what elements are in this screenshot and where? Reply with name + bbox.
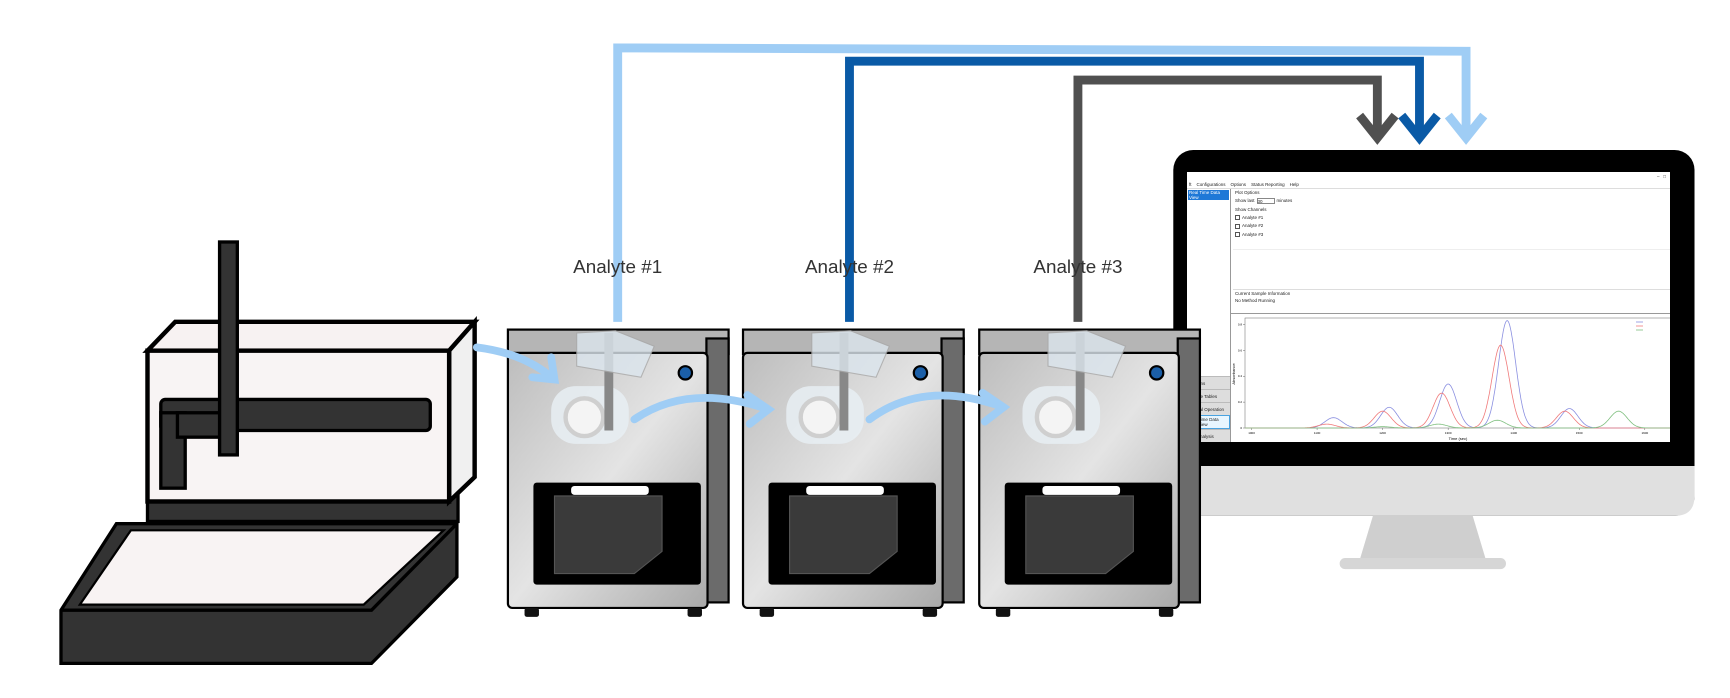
x-tick-label: 1400 <box>1510 431 1517 435</box>
show-channels-label: Show Channels <box>1235 207 1267 212</box>
series-line-1 <box>1245 320 1670 429</box>
x-tick-label: 1500 <box>1576 431 1583 435</box>
series-line-3 <box>1245 410 1670 429</box>
menu-item[interactable]: Status Reporting <box>1251 182 1285 187</box>
channel-checkbox[interactable] <box>1235 231 1240 237</box>
y-tick-label: 0.4 <box>1238 374 1243 378</box>
x-tick-label: 1000 <box>1248 431 1255 435</box>
channel-label: Analyte #1 <box>1242 215 1264 220</box>
y-tick-label: 0.2 <box>1238 400 1243 404</box>
show-last-select[interactable]: 30 <box>1256 198 1275 204</box>
show-last-label: Show last <box>1235 198 1255 204</box>
sidebar-button-active[interactable]: Time Data View <box>1187 415 1230 429</box>
x-tick-label: 1100 <box>1314 431 1321 435</box>
minutes-label: minutes <box>1276 198 1293 204</box>
menu-item[interactable]: Help <box>1289 182 1299 187</box>
window-controls[interactable]: – □ <box>1657 174 1666 179</box>
menu-item[interactable]: ft <box>1189 182 1192 187</box>
sidebar-button[interactable]: ual Operation <box>1187 402 1230 415</box>
window-titlebar: – □ <box>1187 172 1670 181</box>
menu-bar: ft Configurations Options Status Reporti… <box>1187 181 1670 189</box>
sidebar-button[interactable]: Analysis <box>1187 429 1230 442</box>
y-tick-label: 0.6 <box>1238 348 1243 352</box>
sidebar-button[interactable]: ple Tables <box>1187 389 1230 402</box>
monitor-chin <box>1173 465 1695 516</box>
sidebar-button[interactable]: ions <box>1187 376 1230 389</box>
software-screen: – □ ft Configurations Options Status Rep… <box>1187 172 1670 442</box>
y-tick-label: 0.8 <box>1238 322 1243 326</box>
status-text: No Method Running <box>1235 298 1276 303</box>
menu-item[interactable]: Options <box>1230 182 1247 187</box>
series-line-2 <box>1245 344 1670 429</box>
x-tick-label: 1300 <box>1445 431 1452 435</box>
channel-label: Analyte #2 <box>1242 223 1264 229</box>
chromatogram-chart: 1000 1100 1200 1300 1400 1500 1600 0 0.2 0.4 0.6 0.… <box>1231 313 1670 441</box>
current-sample-title: Current Sample Information <box>1235 291 1291 296</box>
monitor-base <box>1339 558 1506 570</box>
x-tick-label: 1200 <box>1379 431 1386 435</box>
x-axis-label: Time (sec) <box>1449 436 1468 441</box>
channel-label: Analyte #3 <box>1242 231 1264 237</box>
monitor-stand <box>1359 515 1487 561</box>
sidebar: Real Time Data View ions ple Tables ual … <box>1187 189 1231 442</box>
plot-options-title: Plot Options <box>1235 190 1260 195</box>
current-sample-panel: Current Sample Information No Method Run… <box>1233 289 1670 312</box>
sidebar-selected-item[interactable]: Real Time Data View <box>1188 190 1229 200</box>
y-axis-label: Absorbance <box>1231 363 1236 385</box>
y-tick-label: 0 <box>1240 426 1242 430</box>
x-tick-label: 1600 <box>1641 431 1648 435</box>
plot-area <box>1244 317 1670 429</box>
channel-checkbox[interactable] <box>1235 223 1240 229</box>
channel-checkbox[interactable] <box>1235 215 1240 221</box>
menu-item[interactable]: Configurations <box>1196 182 1226 187</box>
